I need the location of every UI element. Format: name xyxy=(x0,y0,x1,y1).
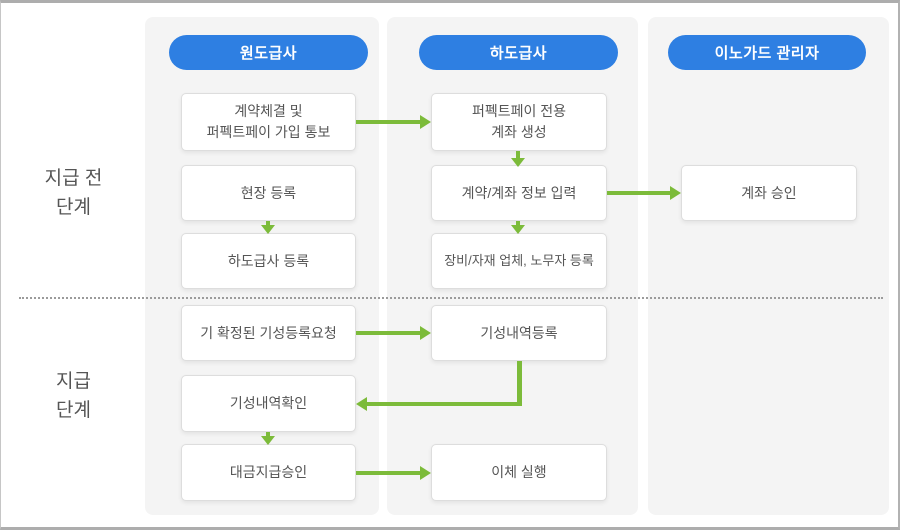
flow-box-transfer-execute: 이체 실행 xyxy=(431,444,607,501)
flow-box-subcontractor-register: 하도급사 등록 xyxy=(181,233,356,289)
flow-box-dedicated-account: 퍼펙트페이 전용 계좌 생성 xyxy=(431,93,607,151)
flow-box-confirmed-progress-request: 기 확정된 기성등록요청 xyxy=(181,305,356,361)
flow-box-equipment-register: 장비/자재 업체, 노무자 등록 xyxy=(431,233,607,289)
stage-label-pre-payment: 지급 전 단계 xyxy=(44,167,103,218)
flow-box-contract-account-input: 계약/계좌 정보 입력 xyxy=(431,165,607,221)
column-panel-innogard-admin xyxy=(648,17,889,515)
flow-box-payment-approval: 대금지급승인 xyxy=(181,444,356,501)
flow-box-contract-notice: 계약체결 및 퍼펙트페이 가입 통보 xyxy=(181,93,356,151)
column-header-innogard-admin: 이노가드 관리자 xyxy=(668,35,866,70)
column-header-subcontractor: 하도급사 xyxy=(419,35,618,70)
column-header-main-contractor: 원도급사 xyxy=(169,35,368,70)
flow-box-account-approval: 계좌 승인 xyxy=(681,165,857,221)
stage-label-payment: 지급 단계 xyxy=(56,370,91,421)
flow-box-site-register: 현장 등록 xyxy=(181,165,356,221)
flow-box-progress-confirm: 기성내역확인 xyxy=(181,375,356,432)
flow-box-progress-register: 기성내역등록 xyxy=(431,305,607,361)
stage-divider-dotted-line xyxy=(19,297,883,299)
